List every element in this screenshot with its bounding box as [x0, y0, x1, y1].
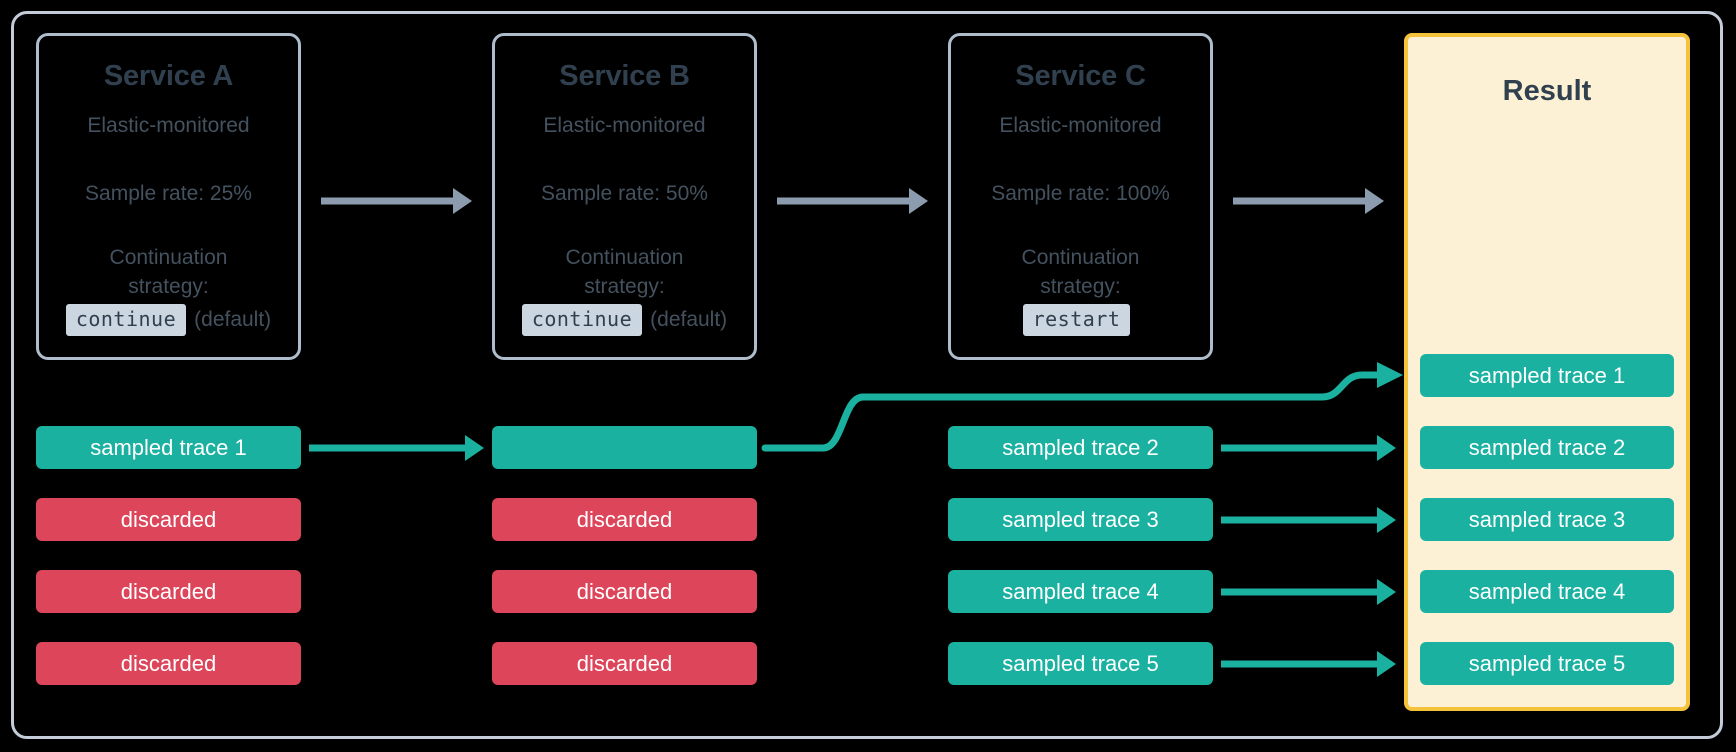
trace-pill-a-3: discarded	[36, 570, 301, 613]
diagram-outer-frame	[11, 11, 1723, 739]
service-b-strategy-label: Continuation strategy:	[495, 244, 754, 302]
result-trace-pill-3: sampled trace 3	[1420, 498, 1674, 541]
service-a-strategy-line1: Continuation	[109, 245, 228, 269]
service-b-strategy-line2: strategy:	[584, 274, 665, 298]
trace-pill-b-1	[492, 426, 757, 469]
result-title: Result	[1502, 75, 1592, 107]
trace-pill-c-3: sampled trace 4	[948, 570, 1213, 613]
service-c-subtitle: Elastic-monitored	[999, 114, 1162, 138]
trace-pill-b-2: discarded	[492, 498, 757, 541]
service-c-title: Service C	[1015, 60, 1146, 92]
service-a-strategy-label: Continuation strategy:	[39, 244, 298, 302]
service-a-sample-rate: Sample rate: 25%	[85, 181, 252, 205]
result-trace-pill-1: sampled trace 1	[1420, 354, 1674, 397]
result-trace-pill-4: sampled trace 4	[1420, 570, 1674, 613]
service-a-strategy-line2: strategy:	[128, 274, 209, 298]
service-a-strategy-value: continue	[65, 303, 187, 336]
service-c-strategy-row: restart	[951, 303, 1210, 336]
service-c-sample-rate: Sample rate: 100%	[991, 181, 1170, 205]
service-c-strategy-value: restart	[1022, 303, 1131, 336]
service-b-strategy-row: continue (default)	[495, 303, 754, 336]
trace-pill-c-1: sampled trace 2	[948, 426, 1213, 469]
service-b-strategy-value: continue	[521, 303, 643, 336]
service-box-b: Service B Elastic-monitored Sample rate:…	[492, 33, 757, 360]
trace-pill-c-4: sampled trace 5	[948, 642, 1213, 685]
result-trace-pill-2: sampled trace 2	[1420, 426, 1674, 469]
trace-pill-a-2: discarded	[36, 498, 301, 541]
service-a-title: Service A	[103, 60, 234, 92]
service-b-subtitle: Elastic-monitored	[543, 114, 706, 138]
trace-pill-b-4: discarded	[492, 642, 757, 685]
trace-pill-a-1: sampled trace 1	[36, 426, 301, 469]
result-trace-pill-5: sampled trace 5	[1420, 642, 1674, 685]
trace-pill-c-2: sampled trace 3	[948, 498, 1213, 541]
service-b-title: Service B	[559, 60, 690, 92]
service-c-strategy-label: Continuation strategy:	[951, 244, 1210, 302]
service-a-strategy-row: continue (default)	[39, 303, 298, 336]
service-box-c: Service C Elastic-monitored Sample rate:…	[948, 33, 1213, 360]
trace-pill-a-4: discarded	[36, 642, 301, 685]
service-a-subtitle: Elastic-monitored	[87, 114, 250, 138]
trace-pill-b-3: discarded	[492, 570, 757, 613]
service-a-strategy-note: (default)	[194, 307, 272, 331]
service-box-a: Service A Elastic-monitored Sample rate:…	[36, 33, 301, 360]
service-b-sample-rate: Sample rate: 50%	[541, 181, 708, 205]
service-b-strategy-line1: Continuation	[565, 245, 684, 269]
service-c-strategy-line1: Continuation	[1021, 245, 1140, 269]
service-c-strategy-line2: strategy:	[1040, 274, 1121, 298]
service-b-strategy-note: (default)	[650, 307, 728, 331]
